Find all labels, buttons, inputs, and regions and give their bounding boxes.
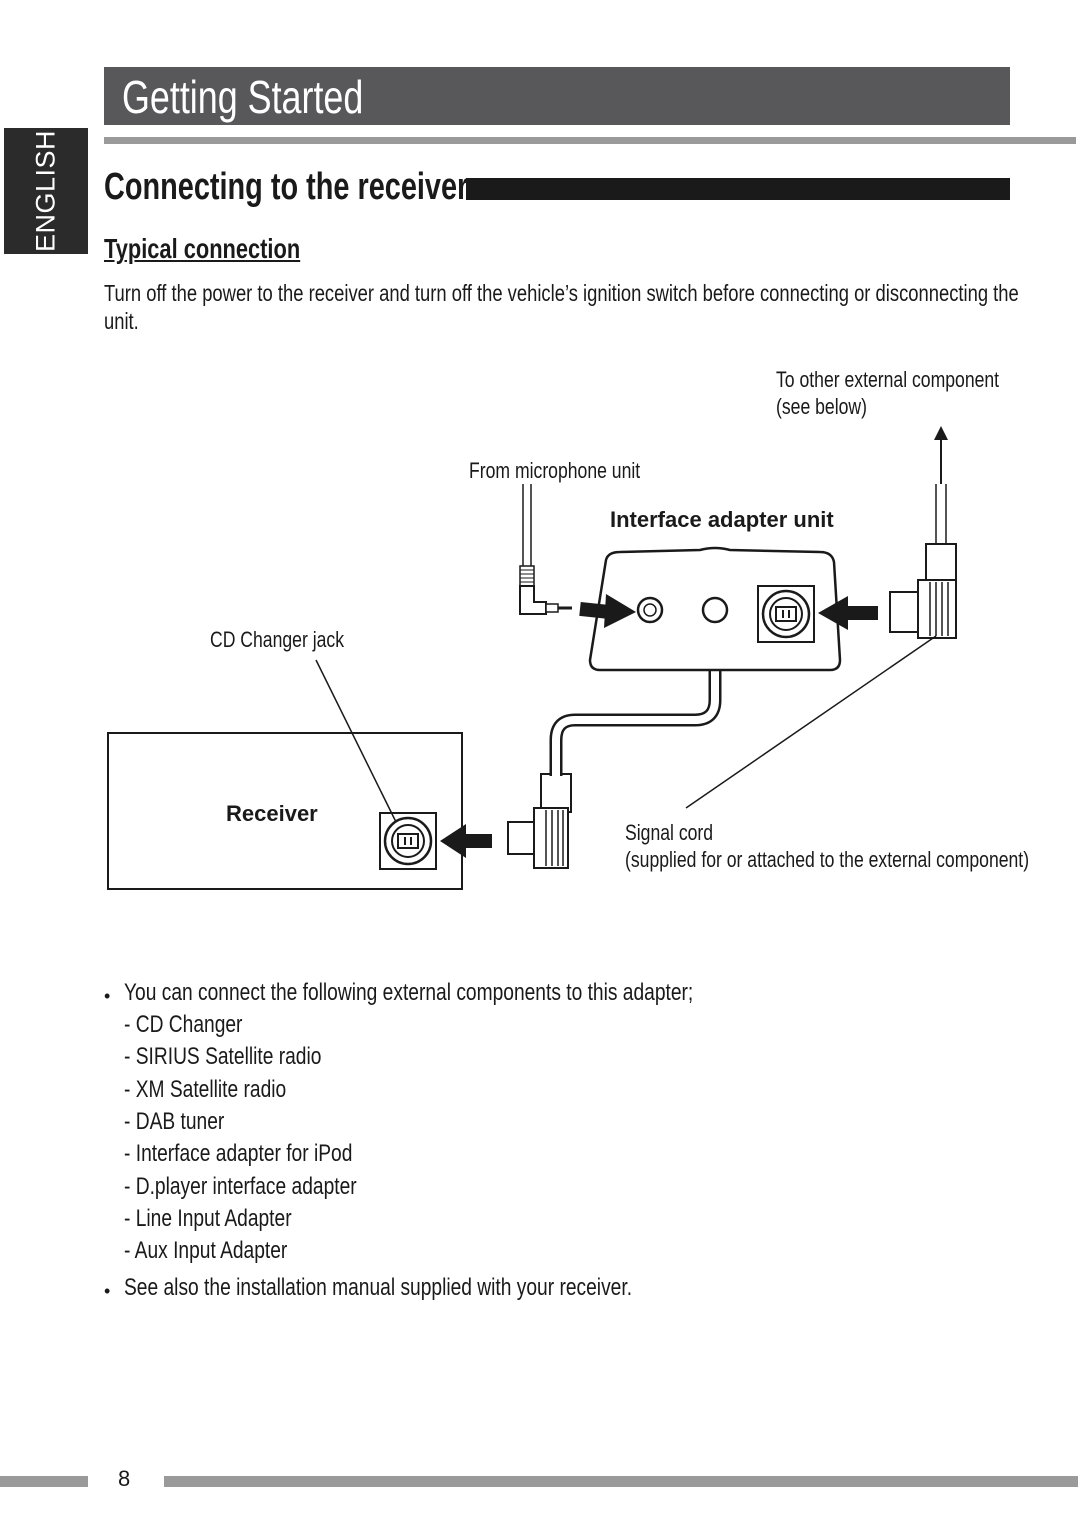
language-tab: ENGLISH: [4, 128, 88, 254]
adapter-external-jack: [757, 585, 815, 643]
footer-rule-left: [0, 1476, 88, 1487]
adapter-cable-inner: [552, 616, 719, 776]
intro-text-line-2: unit.: [104, 308, 139, 334]
note-bullet-2: See also the installation manual supplie…: [124, 1274, 633, 1301]
label-signal-cord-note: (supplied for or attached to the externa…: [625, 847, 1030, 872]
arrow-to-microphone-jack: [579, 594, 636, 628]
label-interface-adapter: Interface adapter unit: [610, 507, 834, 532]
section-title-bar: [466, 178, 1010, 200]
label-see-below: (see below): [776, 394, 867, 419]
list-item: - DAB tuner: [124, 1108, 225, 1135]
label-other-component: To other external component: [776, 367, 1000, 392]
cd-jack-leader-line: [315, 659, 397, 823]
list-item: - D.player interface adapter: [124, 1173, 357, 1200]
header-rule: [104, 137, 1076, 144]
footer-rule-right: [164, 1476, 1078, 1487]
note-bullet-1: You can connect the following external c…: [124, 979, 694, 1006]
arrow-to-other-component: [934, 426, 948, 484]
arrow-to-receiver: [440, 824, 492, 858]
connection-diagram: [107, 426, 957, 890]
receiver-cd-changer-jack: [379, 812, 437, 870]
list-item: - SIRIUS Satellite radio: [124, 1043, 322, 1070]
list-item: - Aux Input Adapter: [124, 1237, 288, 1264]
list-item: - Line Input Adapter: [124, 1205, 292, 1232]
arrow-to-adapter-jack: [818, 596, 878, 630]
label-signal-cord: Signal cord: [625, 820, 714, 845]
section-title: Connecting to the receiver: [104, 166, 469, 208]
list-item: - XM Satellite radio: [124, 1076, 287, 1103]
label-receiver: Receiver: [226, 801, 318, 826]
list-item: - Interface adapter for iPod: [124, 1140, 353, 1167]
adapter-cable-exit: [701, 596, 729, 624]
intro-text-line-1: Turn off the power to the receiver and t…: [104, 280, 1019, 306]
subsection-title: Typical connection: [104, 233, 301, 264]
signal-cord-leader-line: [685, 635, 937, 809]
label-cd-changer-jack: CD Changer jack: [210, 627, 345, 652]
list-item: - CD Changer: [124, 1011, 243, 1038]
chapter-title: Getting Started: [122, 71, 364, 123]
page-number: 8: [118, 1466, 131, 1491]
label-microphone-unit: From microphone unit: [469, 458, 641, 483]
chapter-banner: Getting Started: [104, 67, 1010, 125]
bullet-marker: •: [104, 1281, 111, 1301]
bullet-marker: •: [104, 986, 111, 1006]
microphone-plug: [519, 484, 572, 615]
receiver-plug: [507, 773, 572, 869]
external-component-plug: [889, 484, 957, 639]
